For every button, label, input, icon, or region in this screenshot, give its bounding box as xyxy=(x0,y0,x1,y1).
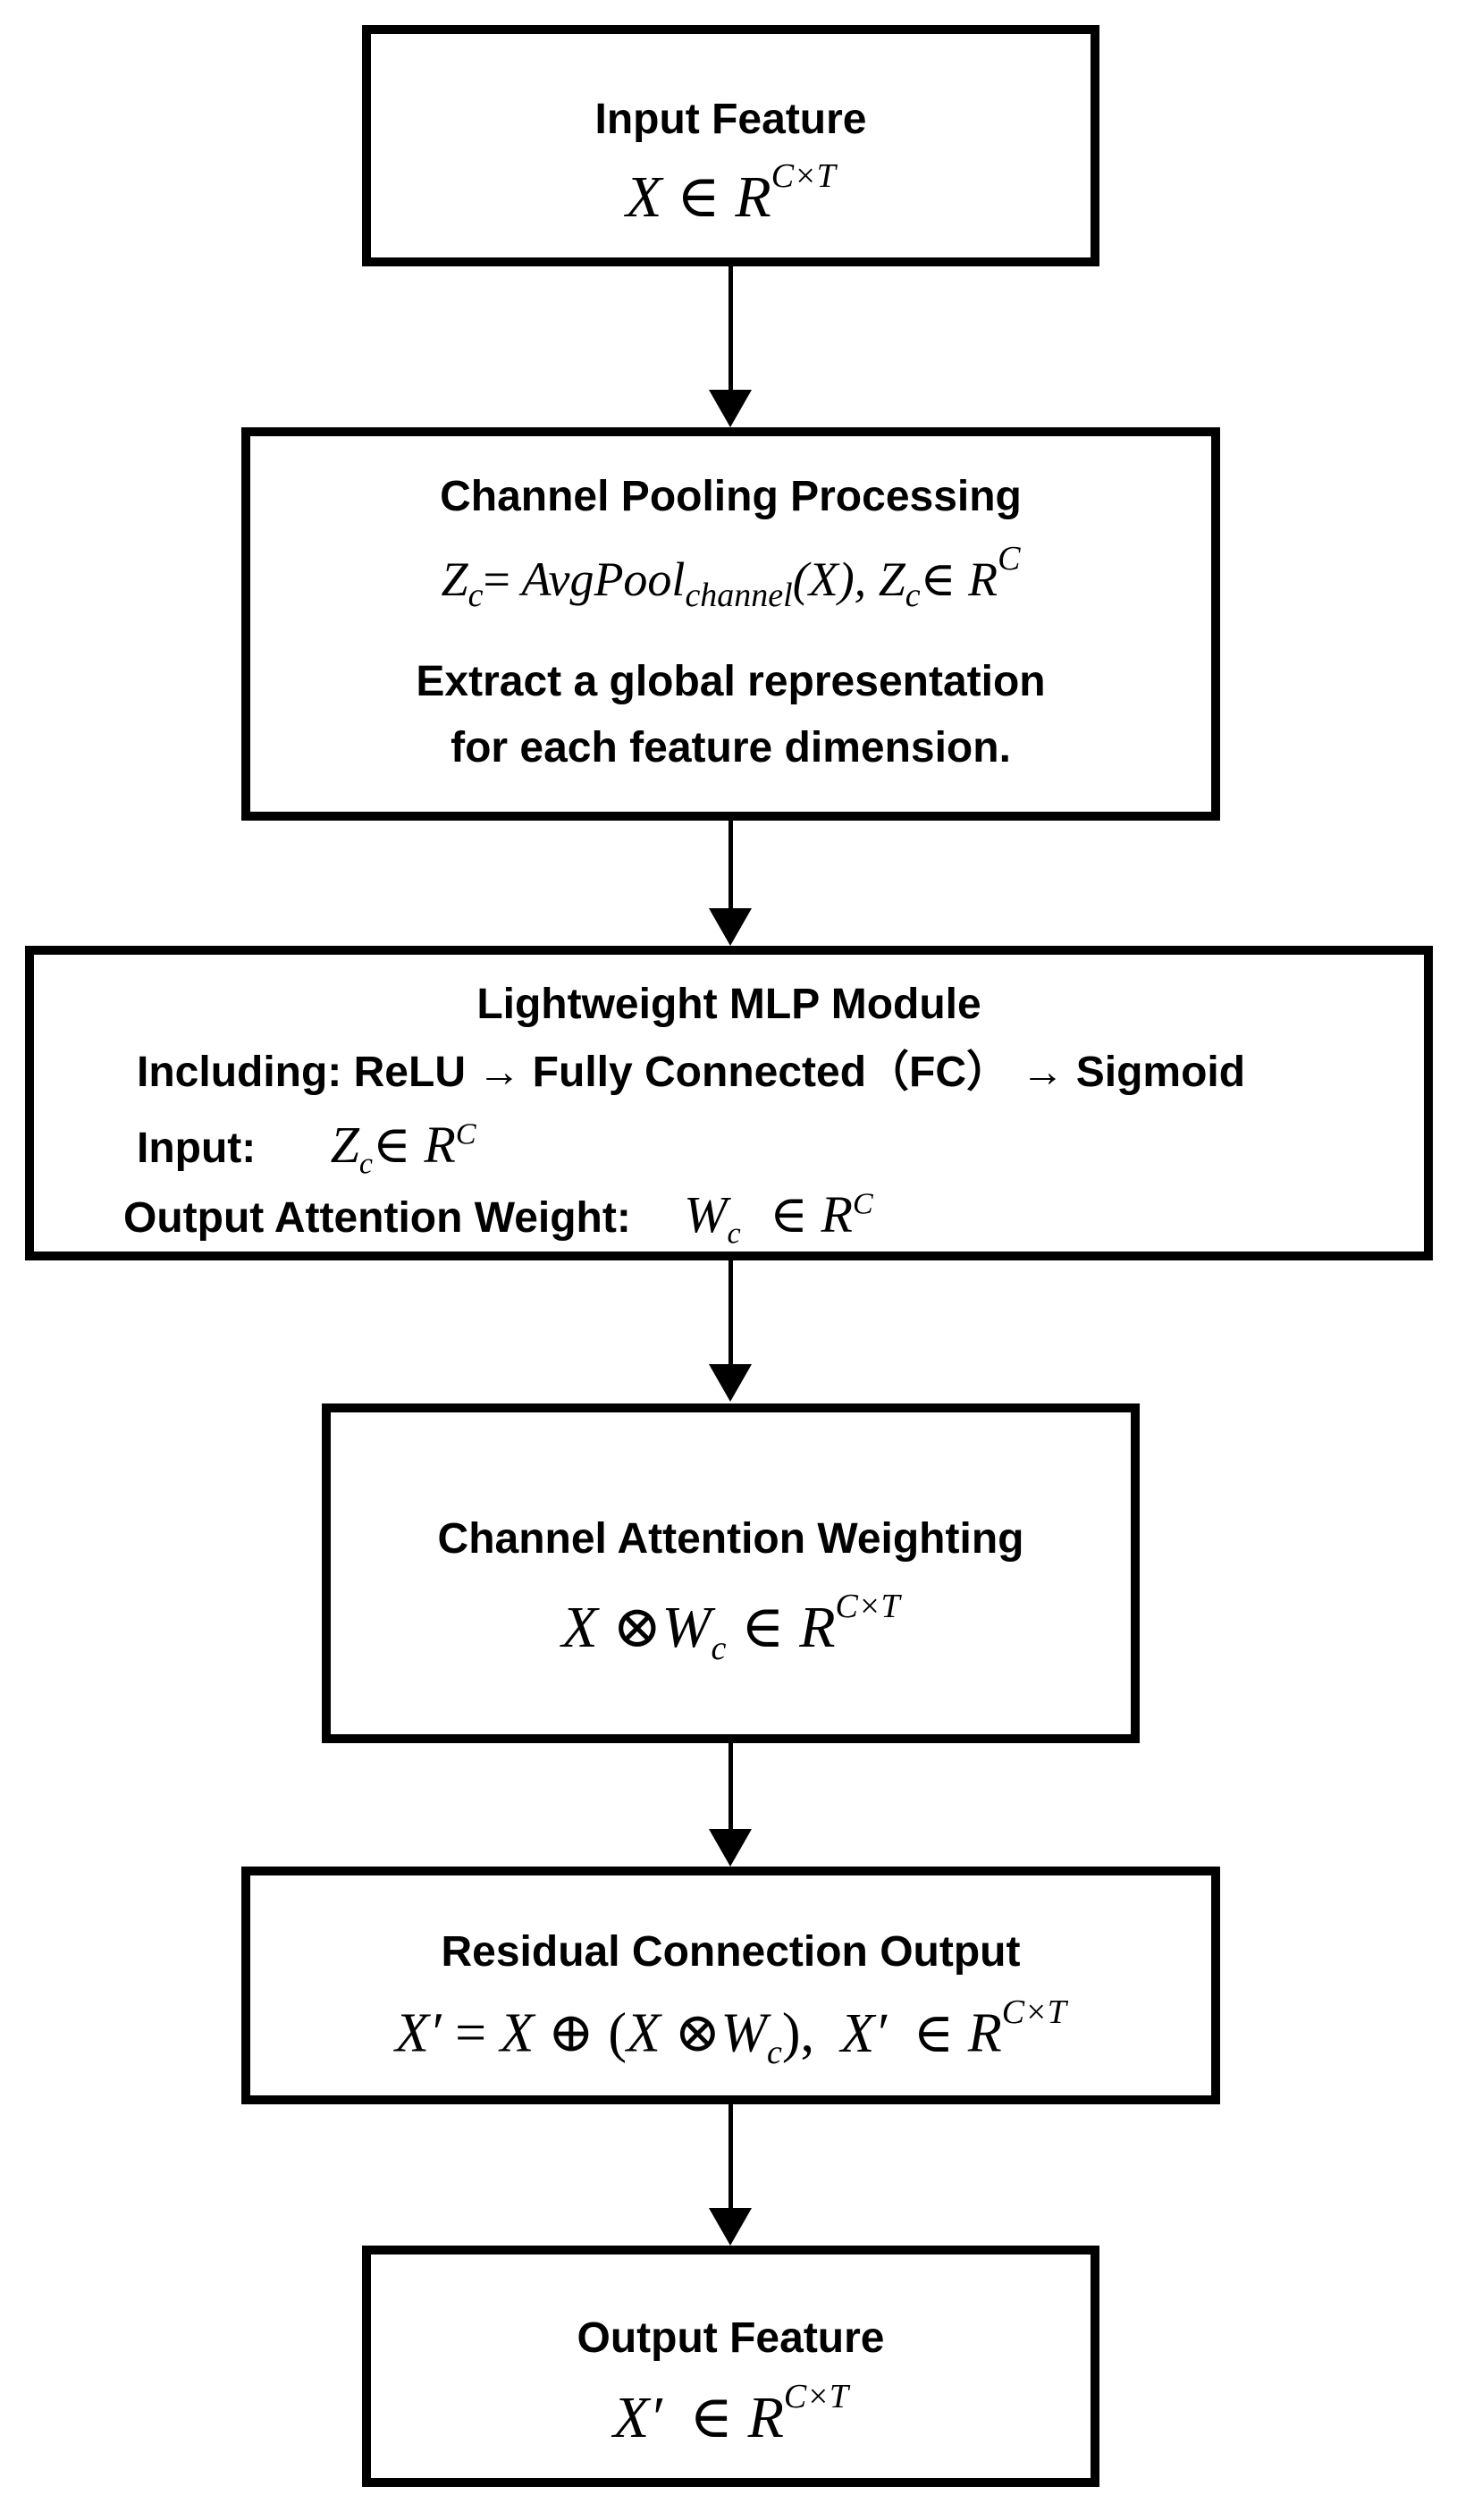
input-feature-formula: X ∈ RC×T xyxy=(626,157,836,230)
channel-pooling-description: Extract a global representation for each… xyxy=(416,658,1046,772)
arrow-weighting-to-residual xyxy=(728,1743,733,1831)
attention-weighting-node: Channel Attention Weighting X ⊗Wc ∈ RC×T xyxy=(322,1403,1140,1743)
mlp-input-formula: Zc∈ RC xyxy=(330,1116,476,1181)
channel-pooling-formula: Zc= AvgPoolchannel(X), Zc∈ RC xyxy=(441,540,1021,614)
arrow-head-mlp-to-weighting xyxy=(709,1364,752,1402)
output-feature-node: Output Feature X′ ∈ RC×T xyxy=(362,2246,1099,2487)
mlp-step-arrow-1: → xyxy=(477,1049,521,1096)
attention-weighting-title: Channel Attention Weighting xyxy=(437,1515,1024,1563)
mlp-including-label: Including: xyxy=(137,1049,342,1096)
input-feature-node: Input Feature X ∈ RC×T xyxy=(362,25,1099,266)
arrow-input-to-pooling xyxy=(728,266,733,392)
mlp-input-label: Input: xyxy=(137,1125,257,1172)
mlp-step-sigmoid: Sigmoid xyxy=(1075,1049,1246,1096)
mlp-including-line: Including: ReLU → Fully Connected（FC） → … xyxy=(137,1051,1245,1094)
output-feature-title: Output Feature xyxy=(577,2314,885,2362)
input-feature-title: Input Feature xyxy=(594,96,867,143)
mlp-module-title: Lightweight MLP Module xyxy=(476,981,981,1028)
channel-pooling-title: Channel Pooling Processing xyxy=(440,473,1022,520)
mlp-step-arrow-2: → xyxy=(1021,1049,1065,1096)
mlp-output-line: Output Attention Weight: Wc ∈ RC xyxy=(123,1189,873,1250)
arrow-residual-to-output xyxy=(728,2104,733,2210)
mlp-step-relu: ReLU xyxy=(353,1049,466,1096)
arrow-mlp-to-weighting xyxy=(728,1260,733,1366)
arrow-head-input-to-pooling xyxy=(709,390,752,427)
output-feature-formula: X′ ∈ RC×T xyxy=(612,2378,849,2450)
arrow-head-pooling-to-mlp xyxy=(709,908,752,946)
channel-pooling-node: Channel Pooling Processing Zc= AvgPoolch… xyxy=(241,427,1220,821)
residual-output-formula: X′ = X ⊕ (X ⊗Wc), X′ ∈ RC×T xyxy=(395,1993,1066,2072)
mlp-input-line: Input: Zc∈ RC xyxy=(137,1119,476,1180)
mlp-output-label: Output Attention Weight: xyxy=(123,1194,631,1242)
mlp-module-node: Lightweight MLP Module Including: ReLU →… xyxy=(25,946,1433,1260)
arrow-head-residual-to-output xyxy=(709,2208,752,2246)
attention-weighting-formula: X ⊗Wc ∈ RC×T xyxy=(561,1588,900,1668)
arrow-pooling-to-mlp xyxy=(728,821,733,910)
residual-output-node: Residual Connection Output X′ = X ⊕ (X ⊗… xyxy=(241,1867,1220,2104)
mlp-output-formula: Wc ∈ RC xyxy=(684,1185,873,1251)
mlp-step-fc: Fully Connected（FC） xyxy=(532,1049,1010,1096)
arrow-head-weighting-to-residual xyxy=(709,1829,752,1867)
residual-output-title: Residual Connection Output xyxy=(441,1928,1021,1976)
